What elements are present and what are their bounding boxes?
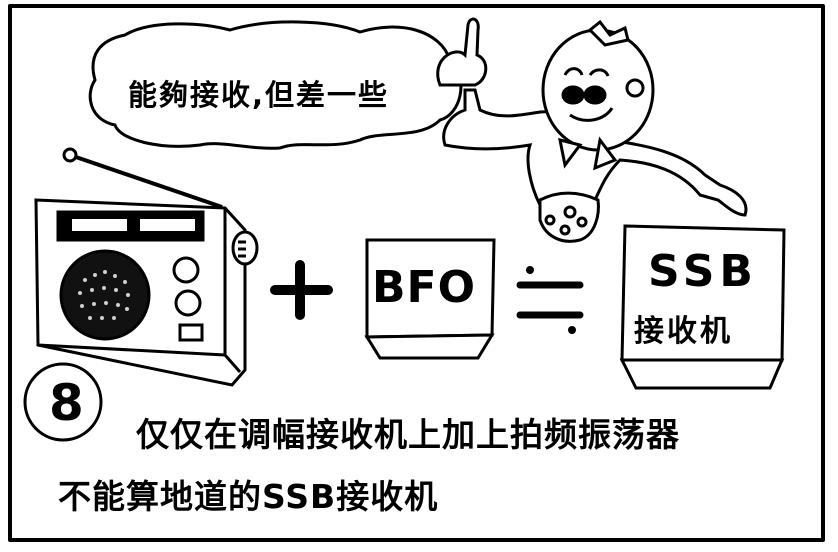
radio-icon (34, 147, 259, 387)
ssb-label: SSB (648, 246, 758, 297)
monkey-character-icon (436, 17, 748, 243)
bfo-box (364, 238, 496, 360)
bfo-label: BFO (372, 262, 476, 313)
speech-bubble (88, 20, 463, 150)
plus-icon (270, 260, 333, 320)
ssb-receiver-box (619, 224, 786, 390)
caption-line-2: 不能算地道的SSB接收机 (58, 477, 439, 516)
panel-number: 8 (49, 374, 84, 432)
panel-number-badge (23, 362, 103, 442)
caption-line-1: 仅仅在调幅接收机上加上拍频振荡器 (136, 415, 680, 454)
approx-equals-icon (516, 266, 584, 334)
ssb-receiver-label: 接收机 (634, 314, 733, 349)
speech-bubble-text: 能夠接收,但差一些 (128, 78, 390, 112)
comic-panel-frame (8, 4, 825, 542)
